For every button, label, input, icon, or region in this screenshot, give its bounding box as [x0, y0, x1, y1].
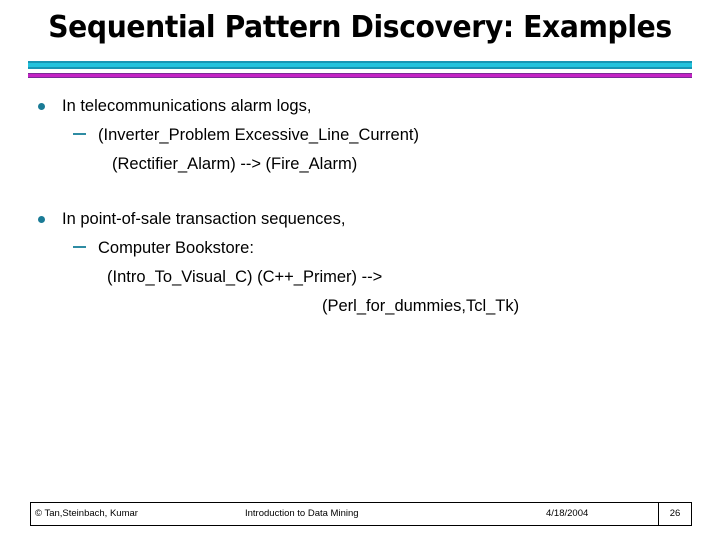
bullet-dot-icon: [38, 205, 50, 234]
divider-purple-bottom: [28, 77, 692, 78]
footer-page-number: 26: [669, 508, 681, 519]
slide-body: In telecommunications alarm logs, (Inver…: [0, 92, 720, 321]
divider-cyan-dark-top: [28, 61, 692, 63]
divider-magenta-band: [28, 74, 692, 77]
sub-bullet-item: (Inverter_Problem Excessive_Line_Current…: [0, 121, 720, 150]
footer-separator: [658, 503, 659, 525]
divider-purple-top: [28, 73, 692, 74]
page-title: Sequential Pattern Discovery: Examples: [48, 10, 672, 45]
divider-gap: [28, 69, 692, 73]
bullet-text: In telecommunications alarm logs,: [62, 97, 312, 115]
bullet-text: In point-of-sale transaction sequences,: [62, 210, 346, 228]
sub-bullet-item: Computer Bookstore:: [0, 234, 720, 263]
bullet-dash-icon: [73, 234, 86, 263]
detail-line: (Intro_To_Visual_C) (C++_Primer) -->: [107, 268, 383, 286]
bullet-block-pos: In point-of-sale transaction sequences, …: [0, 205, 720, 321]
footer-course-title: Introduction to Data Mining: [245, 508, 359, 519]
detail-line: (Rectifier_Alarm) --> (Fire_Alarm): [112, 155, 358, 173]
bullet-item: In telecommunications alarm logs,: [0, 92, 720, 121]
bullet-dot-icon: [38, 92, 50, 121]
footer-date: 4/18/2004: [546, 508, 589, 519]
bullet-block-telecom: In telecommunications alarm logs, (Inver…: [0, 92, 720, 179]
detail-line-continued: (Perl_for_dummies,Tcl_Tk): [322, 297, 520, 315]
sub-bullet-text: (Inverter_Problem Excessive_Line_Current…: [98, 126, 419, 144]
title-divider: [28, 61, 692, 79]
divider-cyan-dark-bottom: [28, 67, 692, 69]
footer-copyright: © Tan,Steinbach, Kumar: [35, 508, 138, 519]
divider-cyan-band: [28, 63, 692, 67]
sub-bullet-text: Computer Bookstore:: [98, 239, 254, 257]
bullet-item: In point-of-sale transaction sequences,: [0, 205, 720, 234]
slide-footer: © Tan,Steinbach, Kumar Introduction to D…: [30, 502, 692, 526]
bullet-dash-icon: [73, 121, 86, 150]
